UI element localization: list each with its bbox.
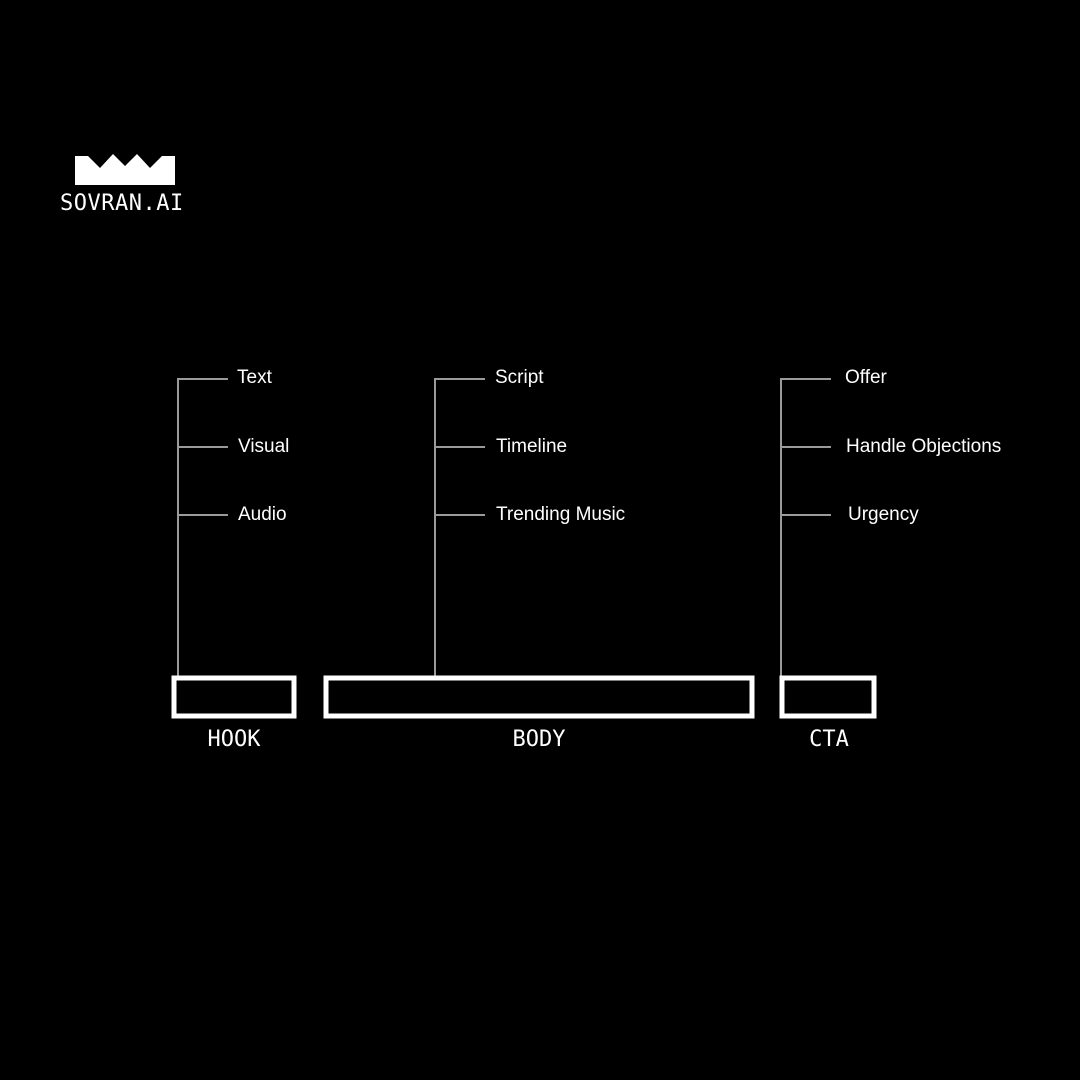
hook-item-text: Text — [237, 367, 272, 388]
body-item-script: Script — [495, 367, 544, 388]
body-item-timeline: Timeline — [496, 436, 568, 457]
crown-icon — [75, 154, 175, 185]
brand-name: SOVRAN.AI — [60, 191, 184, 216]
hook-item-visual: Visual — [238, 436, 290, 457]
hook-item-audio: Audio — [238, 504, 287, 525]
brand-logo: SOVRAN.AI — [60, 150, 200, 230]
body-box — [323, 675, 755, 719]
body-label: BODY — [512, 727, 566, 752]
cta-item-urgency: Urgency — [848, 504, 919, 525]
hook-connectors — [177, 378, 228, 676]
hook-label: HOOK — [207, 727, 261, 752]
cta-item-handle-objections: Handle Objections — [846, 436, 1002, 457]
body-connectors — [434, 378, 485, 676]
cta-connectors — [780, 378, 831, 676]
body-item-trending-music: Trending Music — [496, 504, 626, 525]
hook-box — [171, 675, 297, 719]
cta-label: CTA — [809, 727, 849, 752]
cta-box — [779, 675, 877, 719]
cta-item-offer: Offer — [845, 367, 887, 388]
